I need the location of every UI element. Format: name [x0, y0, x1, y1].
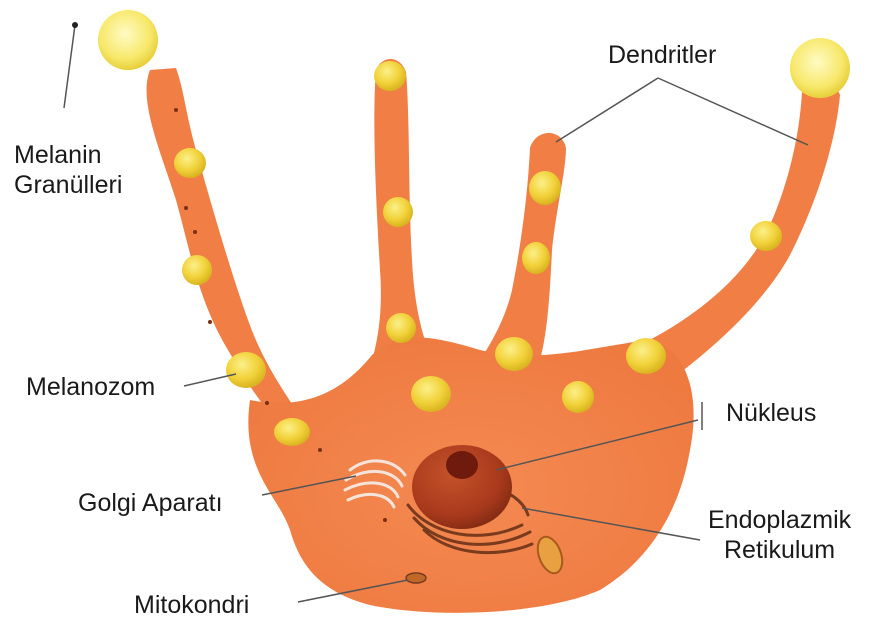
melanosome-label: Melanozom	[26, 372, 155, 402]
melanin-granules	[98, 10, 850, 98]
nucleus	[412, 445, 512, 529]
leader-dot	[72, 22, 78, 28]
mitochondria-label: Mitokondri	[134, 590, 249, 620]
nucleus-label: Nükleus	[726, 398, 816, 428]
er-label: Endoplazmik Retikulum	[708, 505, 851, 565]
golgi-label: Golgi Aparatı	[78, 488, 223, 518]
melanin-granules-label: Melanin Granülleri	[14, 140, 122, 200]
dendrites-label: Dendritler	[608, 40, 716, 70]
